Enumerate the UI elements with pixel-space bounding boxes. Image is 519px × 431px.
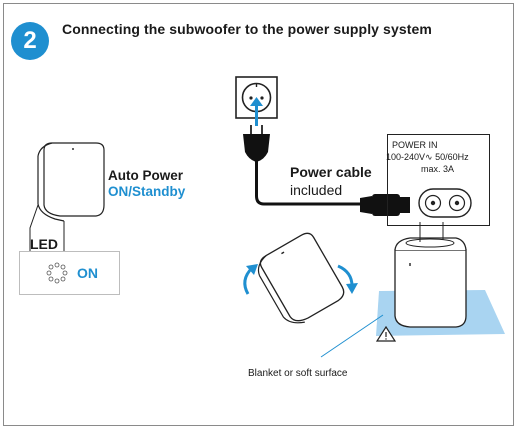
power-in-line1: POWER IN [392, 140, 438, 150]
power-cable-label: Power cable included [290, 163, 372, 199]
rotate-arrow-right-icon [337, 264, 358, 294]
mains-plug-icon [243, 125, 270, 162]
led-indicator-icon [46, 262, 68, 284]
subwoofer-right-illustration [394, 222, 467, 328]
rotate-arrow-left-icon [243, 264, 258, 295]
cable-connector-icon [360, 194, 410, 216]
auto-power-line2: ON/Standby [108, 184, 186, 199]
warning-icon [375, 325, 397, 342]
led-title: LED [30, 236, 58, 252]
blanket-pointer-line [320, 314, 384, 358]
power-in-label: POWER IN 100-240V∿ 50/60Hz max. 3A [386, 139, 469, 175]
plug-in-arrow-icon [250, 97, 263, 126]
power-in-line2: 100-240V∿ 50/60Hz [386, 152, 469, 162]
subwoofer-tilted-illustration [257, 232, 345, 324]
auto-power-label: Auto Power ON/Standby [108, 168, 185, 200]
blanket-label: Blanket or soft surface [248, 368, 348, 379]
subwoofer-left-illustration [37, 142, 105, 222]
power-cable-line1: Power cable [290, 164, 372, 180]
led-state-label: ON [77, 265, 98, 281]
power-in-panel [387, 134, 490, 226]
power-cable-line2: included [290, 182, 343, 198]
power-cable-line [255, 160, 360, 206]
power-in-line3: max. 3A [421, 164, 455, 174]
led-status-box [19, 251, 120, 295]
step-number-badge: 2 [11, 22, 49, 60]
step-title: Connecting the subwoofer to the power su… [62, 21, 432, 37]
auto-power-line1: Auto Power [108, 168, 184, 183]
power-in-socket-icon [418, 188, 472, 218]
instruction-frame [3, 3, 514, 426]
